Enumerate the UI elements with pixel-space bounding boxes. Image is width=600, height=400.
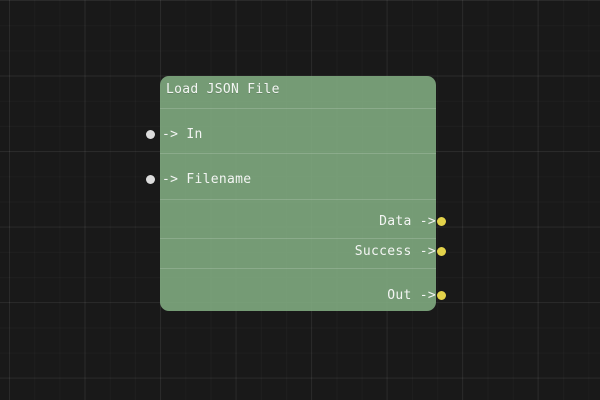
input-port-label-in: -> In (162, 127, 203, 142)
output-port-dot-out[interactable] (437, 291, 446, 300)
output-port-label-data: Data -> (379, 214, 436, 229)
input-port-label-filename: -> Filename (162, 172, 252, 187)
input-port-dot-in[interactable] (146, 130, 155, 139)
output-port-label-out: Out -> (387, 288, 436, 303)
node-load-json-file[interactable] (160, 76, 436, 311)
node-separator (160, 268, 436, 269)
node-separator (160, 238, 436, 239)
node-separator (160, 199, 436, 200)
node-separator (160, 153, 436, 154)
input-port-dot-filename[interactable] (146, 175, 155, 184)
node-separator (160, 108, 436, 109)
node-title: Load JSON File (166, 82, 280, 97)
output-port-label-success: Success -> (354, 244, 436, 259)
output-port-dot-success[interactable] (437, 247, 446, 256)
output-port-dot-data[interactable] (437, 217, 446, 226)
